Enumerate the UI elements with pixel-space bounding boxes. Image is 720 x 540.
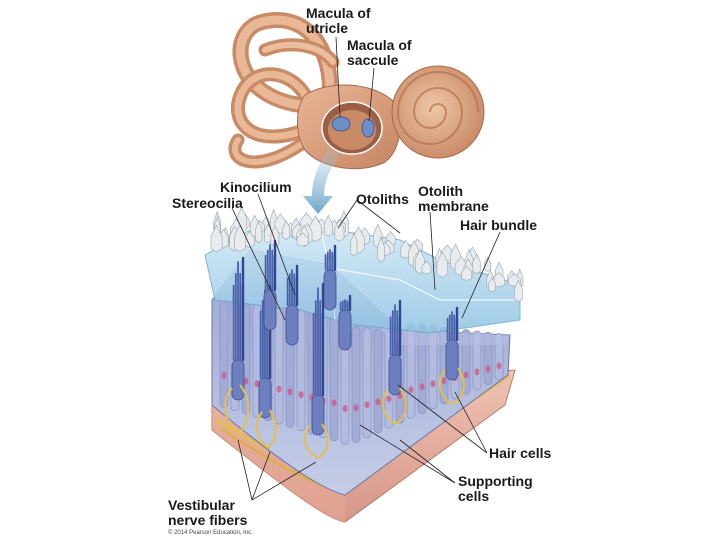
hair-cell-body — [339, 310, 351, 350]
label-macula-of-saccule-line1: Macula of — [347, 38, 412, 53]
supporting-cell — [352, 327, 360, 443]
otolith-crystal — [324, 215, 332, 236]
label-macula-of-utricle-line2: utricle — [306, 21, 371, 36]
label-macula-of-saccule-line2: saccule — [347, 53, 412, 68]
cell-nucleus — [475, 368, 480, 375]
label-kinocilium: Kinocilium — [220, 180, 292, 195]
copyright-notice: © 2014 Pearson Education, Inc. — [168, 530, 253, 536]
cell-nucleus — [387, 395, 392, 402]
label-macula-of-utricle: Macula of utricle — [306, 6, 371, 36]
cell-nucleus — [365, 401, 370, 408]
hair-cell-body — [389, 355, 401, 395]
label-macula-of-utricle-line1: Macula of — [306, 6, 371, 21]
cell-nucleus — [222, 372, 227, 379]
label-supporting-cells: Supporting cells — [458, 474, 533, 504]
cell-nucleus — [464, 371, 469, 378]
label-otolith-membrane-line1: Otolith — [418, 184, 489, 199]
cell-nucleus — [442, 377, 447, 384]
hair-cell-body — [264, 290, 276, 330]
cell-nucleus — [354, 404, 359, 411]
label-vestibular-nerve-fibers: Vestibular nerve fibers — [168, 498, 247, 528]
cell-nucleus — [288, 388, 293, 395]
supporting-cell — [330, 314, 338, 441]
cell-nucleus — [420, 383, 425, 390]
cell-nucleus — [486, 365, 491, 372]
label-stereocilia: Stereocilia — [172, 196, 243, 211]
label-hair-cells: Hair cells — [489, 446, 551, 461]
label-vestibular-nerve-fibers-line2: nerve fibers — [168, 513, 247, 528]
hair-cell-body — [324, 270, 336, 310]
cell-nucleus — [299, 391, 304, 398]
hair-cell-body — [286, 305, 298, 345]
cell-nucleus — [376, 398, 381, 405]
label-otolith-membrane: Otolith membrane — [418, 184, 489, 214]
hair-cell-body — [232, 360, 244, 400]
cell-nucleus — [431, 380, 436, 387]
supporting-cell — [374, 329, 382, 433]
cell-nucleus — [277, 386, 282, 393]
cell-nucleus — [497, 362, 502, 369]
label-otolith-membrane-line2: membrane — [418, 199, 489, 214]
label-otoliths: Otoliths — [356, 192, 409, 207]
label-supporting-cells-line1: Supporting — [458, 474, 533, 489]
supporting-cell — [220, 301, 228, 407]
hair-cell-body — [312, 395, 324, 435]
label-macula-of-saccule: Macula of saccule — [347, 38, 412, 68]
label-supporting-cells-line2: cells — [458, 489, 533, 504]
label-vestibular-nerve-fibers-line1: Vestibular — [168, 498, 247, 513]
cell-nucleus — [409, 386, 414, 393]
cell-nucleus — [332, 399, 337, 406]
label-hair-bundle: Hair bundle — [460, 218, 537, 233]
supporting-cell — [363, 328, 371, 438]
cell-nucleus — [343, 405, 348, 412]
hair-cell-body — [446, 340, 458, 380]
